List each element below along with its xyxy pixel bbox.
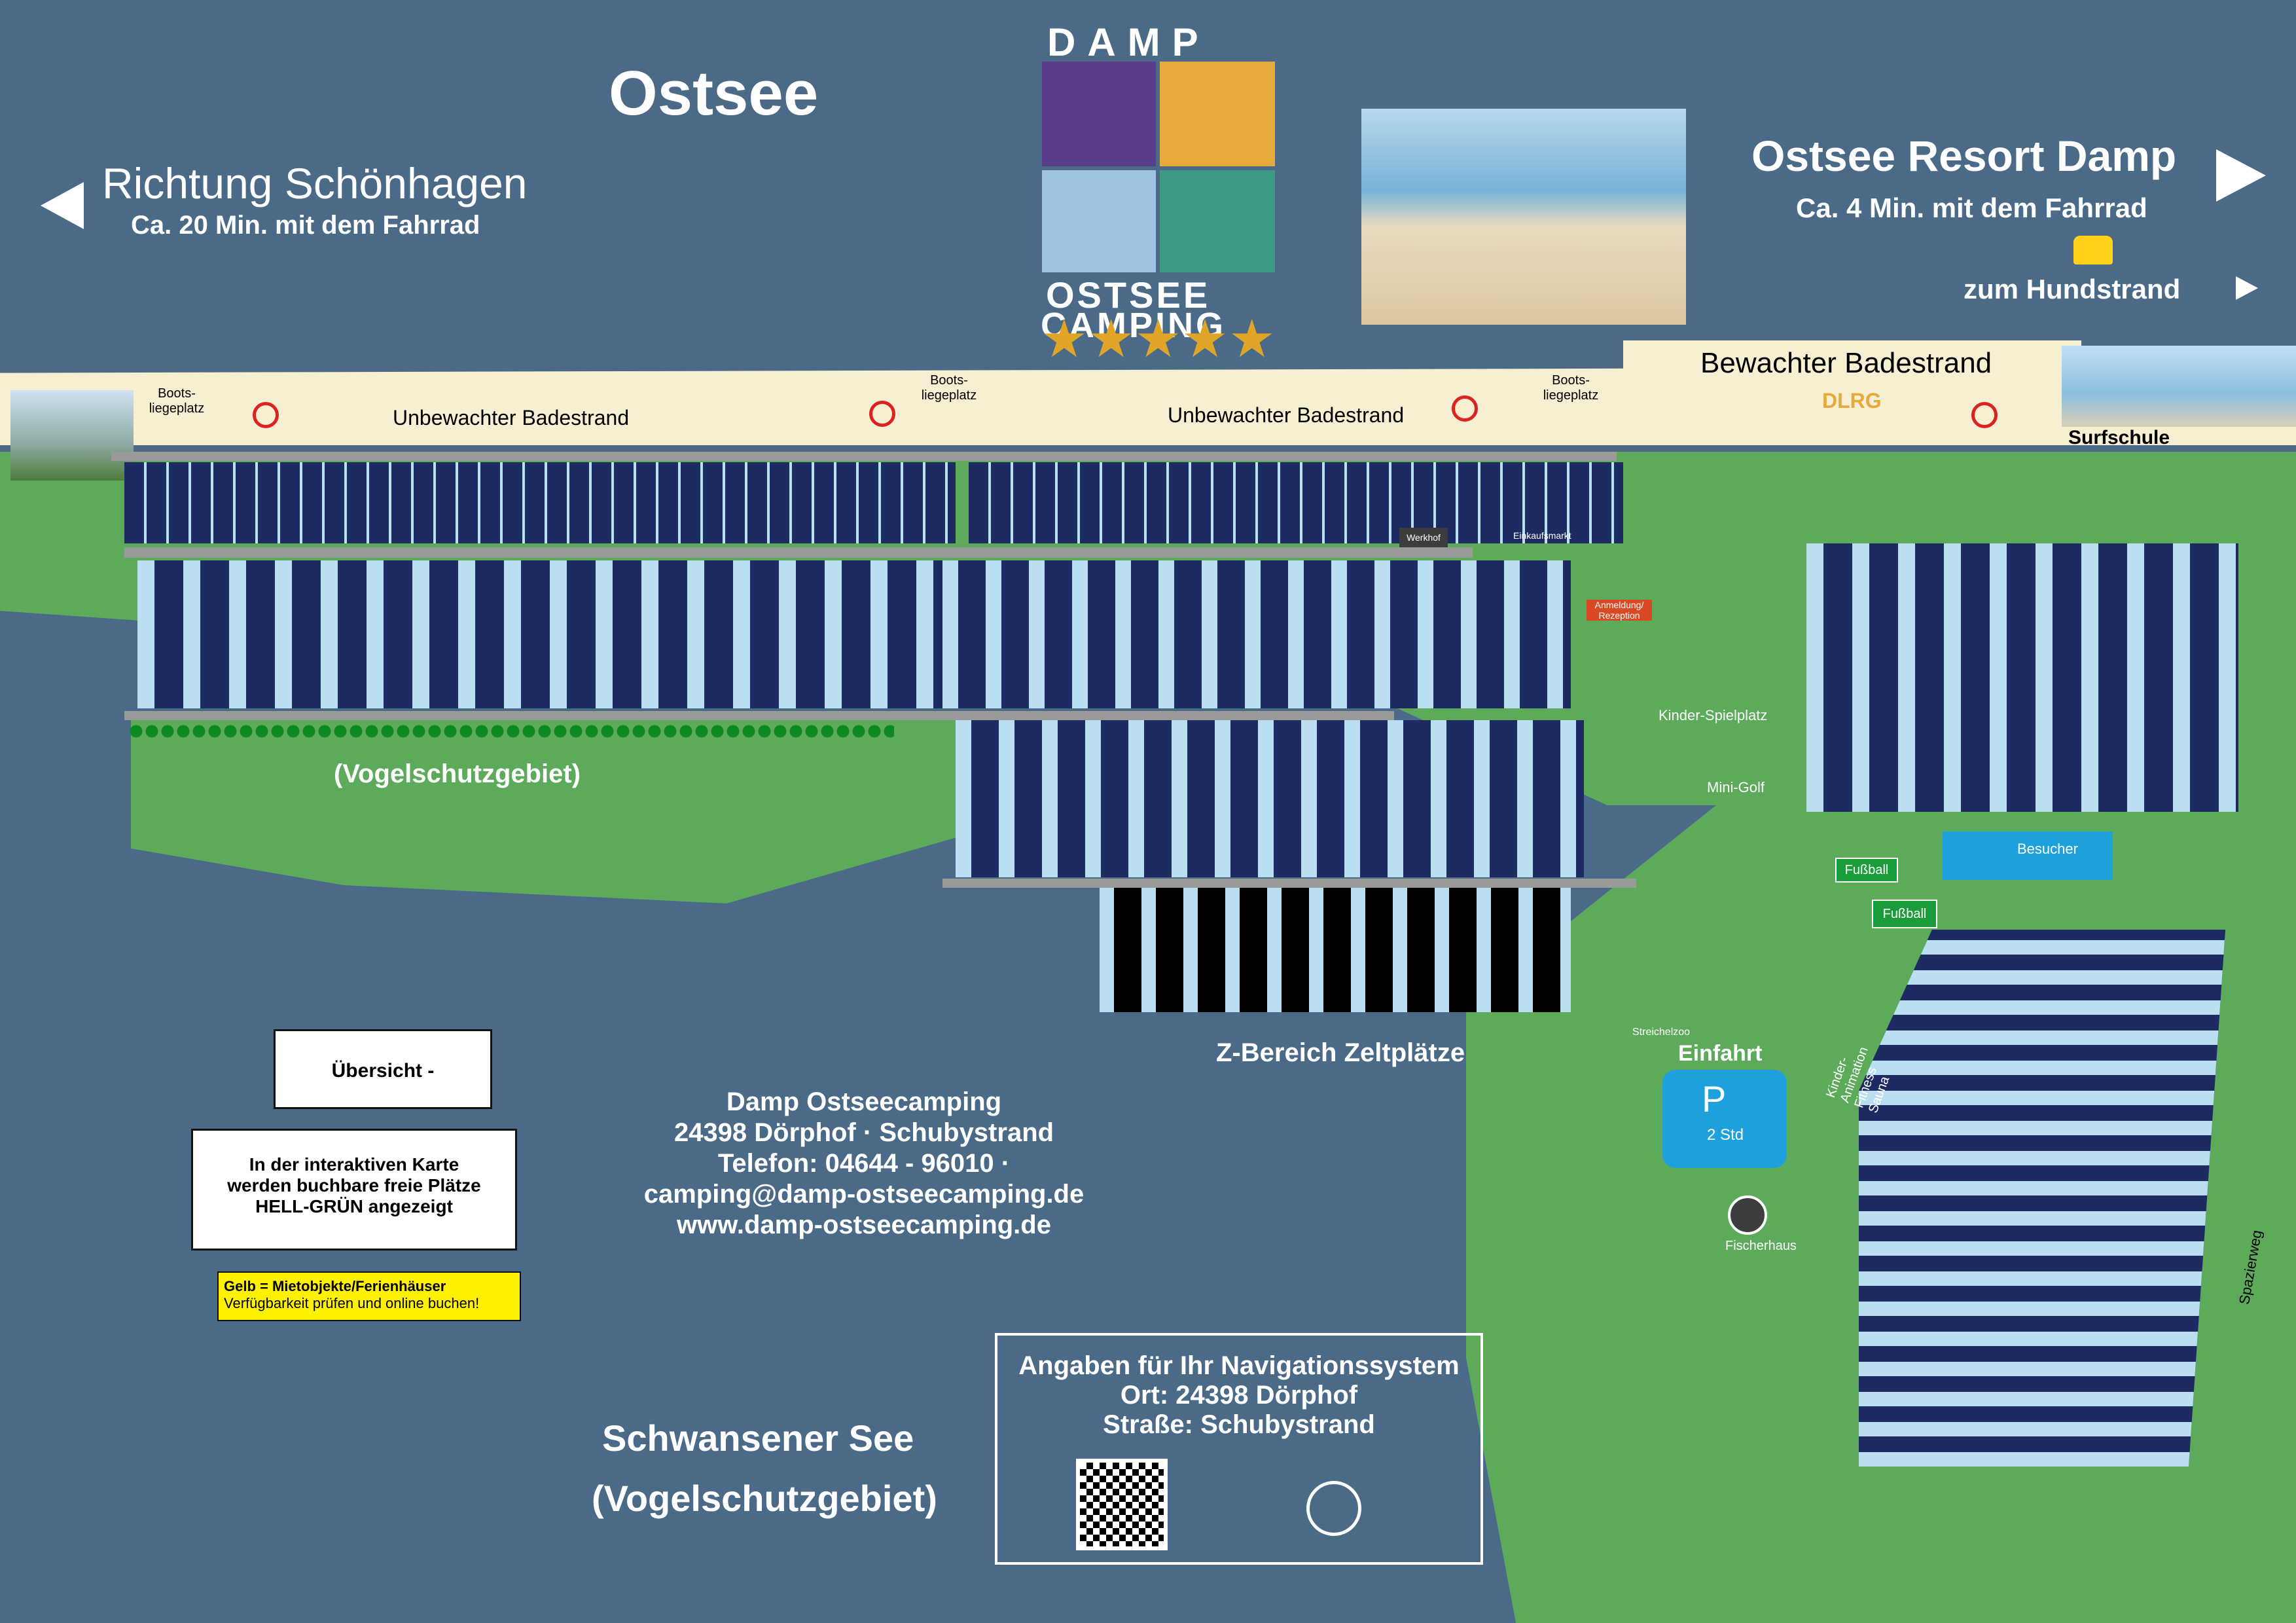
plot-block-center	[969, 462, 1623, 543]
contact-block: Damp Ostseecamping 24398 Dörphof · Schub…	[602, 1087, 1126, 1241]
boat-area-3: Boots- liegeplatz	[1543, 373, 1599, 403]
plot-block-west-2	[137, 560, 956, 708]
camper-icon	[1160, 62, 1275, 166]
logo-line1: OSTSEE	[1046, 274, 1211, 316]
plot-block-center-3	[956, 720, 1584, 877]
logo: DAMP OSTSEE CAMPING	[1041, 20, 1283, 354]
entrance-label: Einfahrt	[1678, 1041, 1763, 1066]
yellow-note: Gelb = Mietobjekte/Ferienhäuser Verfügba…	[217, 1271, 521, 1321]
kids-playground-label: Kinder-Spielplatz	[1659, 707, 1768, 723]
streichelzoo-label: Streichelzoo	[1632, 1027, 1691, 1038]
contact-phone[interactable]: Telefon: 04644 - 96010 ·	[717, 1149, 1011, 1178]
car-icon[interactable]	[1306, 1481, 1361, 1536]
yellow-note-bold: Gelb = Mietobjekte/Ferienhäuser	[224, 1278, 446, 1294]
arrow-left-icon[interactable]	[41, 182, 84, 229]
contact-address: 24398 Dörphof · Schubystrand	[673, 1118, 1054, 1147]
beach-strip-east	[1623, 340, 2081, 445]
plot-block-z-area	[1100, 888, 1571, 1012]
dog-beach-label: zum Hundstrand	[1964, 274, 2181, 304]
no-dogs-icon	[869, 401, 895, 427]
unguarded-beach-2: Unbewachter Badestrand	[1168, 403, 1405, 427]
unguarded-beach-1: Unbewachter Badestrand	[393, 406, 630, 429]
logo-line2: CAMPING	[1041, 306, 1226, 345]
arrow-right-small-icon[interactable]	[2236, 276, 2258, 300]
boat-area-1: Boots- liegeplatz	[149, 386, 205, 416]
surfschool-photo	[2062, 346, 2296, 427]
cross-road-3	[942, 879, 1636, 888]
tent-icon	[1160, 170, 1275, 272]
guarded-beach: Bewachter Badestrand	[1700, 347, 1992, 379]
cross-road	[124, 547, 1473, 558]
boat-area-2: Boots- liegeplatz	[921, 373, 977, 403]
mini-golf-label: Mini-Golf	[1707, 779, 1765, 795]
dlrg-label: DLRG	[1822, 389, 1882, 412]
tree-row	[128, 724, 894, 739]
no-dogs-icon	[253, 402, 279, 428]
arrow-right-icon[interactable]	[2216, 149, 2266, 202]
overview-button[interactable]: Übersicht - Touristplätze	[274, 1029, 492, 1161]
yellow-note-text: Verfügbarkeit prüfen und online buchen!	[224, 1295, 480, 1311]
plot-block-west	[124, 462, 956, 543]
caravan-icon	[1042, 170, 1156, 272]
right-direction-subtitle: Ca. 4 Min. mit dem Fahrrad	[1796, 192, 2147, 223]
logo-top: DAMP	[1047, 20, 1210, 64]
fischerhaus-label: Fischerhaus	[1725, 1239, 1797, 1253]
football-field-2[interactable]: Fußball	[1872, 900, 1937, 928]
interactive-note: In der interaktiven Karte werden buchbar…	[191, 1129, 517, 1250]
football-field-1[interactable]: Fußball	[1835, 858, 1898, 883]
star-icon: ★★★★★	[1041, 310, 1276, 368]
visitor-parking-label: Besucher	[2017, 841, 2078, 857]
restaurant-icon	[1728, 1195, 1767, 1235]
visitor-parking	[1943, 831, 2113, 880]
plot-block-south	[1859, 930, 2225, 1467]
navigation-title: Angaben für Ihr Navigationssystem	[1018, 1351, 1460, 1380]
werkhof-label: Werkhof	[1399, 528, 1448, 547]
lake-subtitle: (Vogelschutzgebiet)	[592, 1478, 937, 1519]
surf-school: Surfschule	[2068, 427, 2170, 448]
plot-block-center-2	[942, 560, 1571, 708]
navigation-box: Angaben für Ihr Navigationssystem Ort: 2…	[995, 1333, 1483, 1565]
contact-name: Damp Ostseecamping	[726, 1087, 1002, 1116]
contact-email[interactable]: camping@damp-ostseecamping.de	[643, 1180, 1085, 1209]
contact-web[interactable]: www.damp-ostseecamping.de	[677, 1211, 1051, 1239]
right-direction-title: Ostsee Resort Damp	[1751, 132, 2177, 180]
navigation-place: Ort: 24398 Dörphof	[1120, 1381, 1358, 1410]
plot-block-east	[1806, 543, 2238, 812]
left-direction-title: Richtung Schönhagen	[102, 159, 528, 208]
parking-area	[1662, 1070, 1787, 1168]
house-photo	[10, 390, 134, 481]
z-area-label: Z-Bereich Zeltplätze	[1216, 1038, 1465, 1067]
qr-code-icon[interactable]	[1076, 1459, 1168, 1550]
house-icon	[1042, 62, 1156, 166]
left-direction-subtitle: Ca. 20 Min. mit dem Fahrrad	[131, 211, 480, 240]
bird-area-land	[131, 720, 982, 903]
beach-photo	[1361, 109, 1686, 325]
lake-name: Schwansener See	[602, 1417, 914, 1459]
dog-icon	[2073, 236, 2113, 264]
bird-area-label: (Vogelschutzgebiet)	[334, 759, 581, 788]
parking-icon: P	[1702, 1078, 1727, 1120]
einkauf-label: Einkaufsmarkt	[1513, 530, 1571, 541]
parking-hint: 2 Std	[1707, 1126, 1744, 1144]
sea-name: Ostsee	[609, 58, 819, 128]
no-dogs-icon	[1452, 395, 1478, 422]
no-dogs-icon	[1971, 402, 1998, 428]
anmeldung-label: Anmeldung/ Rezeption	[1587, 600, 1652, 621]
main-road	[111, 452, 1617, 461]
navigation-street: Straße: Schubystrand	[1103, 1410, 1375, 1439]
cross-road-2	[124, 711, 1394, 720]
